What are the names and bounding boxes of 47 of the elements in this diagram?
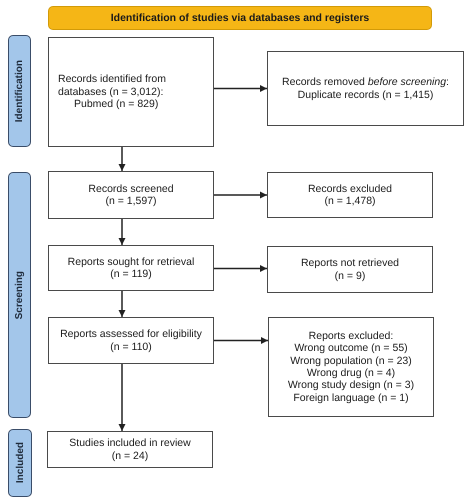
arrow bbox=[214, 192, 267, 198]
box-text: (n = 110) bbox=[110, 340, 152, 353]
arrow bbox=[214, 85, 267, 92]
box-text: (n = 1,478) bbox=[324, 195, 376, 208]
box-text: Reports assessed for eligibility bbox=[60, 328, 202, 340]
process-box bbox=[267, 51, 464, 126]
arrow bbox=[118, 219, 126, 245]
header-banner bbox=[48, 6, 432, 30]
phase-band bbox=[8, 172, 31, 418]
arrow bbox=[214, 265, 267, 272]
phase-band bbox=[8, 429, 32, 497]
process-box bbox=[268, 317, 434, 417]
box-text: Pubmed (n = 829) bbox=[73, 98, 158, 111]
arrow bbox=[118, 364, 126, 431]
box-text: Reports excluded: bbox=[308, 330, 394, 342]
process-box bbox=[48, 317, 214, 364]
phase-label: Included bbox=[14, 442, 26, 484]
box-text: Records screened bbox=[88, 182, 174, 195]
box-text: Wrong study design (n = 3) bbox=[288, 379, 414, 392]
box-text: Wrong outcome (n = 55) bbox=[294, 342, 408, 355]
box-text: Records excluded bbox=[308, 182, 392, 195]
box-text: (n = 119) bbox=[110, 268, 152, 280]
process-box bbox=[267, 246, 433, 293]
process-box bbox=[48, 171, 214, 219]
process-box bbox=[47, 431, 213, 468]
process-box bbox=[48, 245, 214, 291]
arrow bbox=[118, 291, 126, 317]
box-text: Records identified from databases (n = 3,012): bbox=[58, 73, 167, 98]
box-text: Wrong drug (n = 4) bbox=[306, 367, 396, 380]
box-text: Duplicate records (n = 1,415) bbox=[298, 88, 434, 101]
box-text: Reports sought for retrieval bbox=[68, 256, 194, 268]
box-text: (n = 24) bbox=[112, 450, 148, 462]
process-box bbox=[48, 37, 214, 147]
phase-label: Identification bbox=[14, 60, 25, 122]
process-box bbox=[267, 172, 433, 218]
box-text: Studies included in review bbox=[69, 437, 191, 450]
phase-label: Screening bbox=[14, 270, 25, 320]
box-text: (n = 9) bbox=[334, 270, 366, 282]
box-text: Foreign language (n = 1) bbox=[293, 392, 409, 404]
arrow bbox=[214, 337, 268, 344]
box-text: Wrong population (n = 23) bbox=[290, 354, 412, 367]
box-text: (n = 1,597) bbox=[105, 195, 157, 208]
phase-band bbox=[8, 35, 31, 147]
box-text: Reports not retrieved bbox=[300, 257, 400, 270]
box-text: Records removed before screening: bbox=[282, 76, 449, 88]
banner-title: Identification of studies via databases and registers bbox=[110, 12, 370, 24]
arrow bbox=[118, 147, 126, 171]
